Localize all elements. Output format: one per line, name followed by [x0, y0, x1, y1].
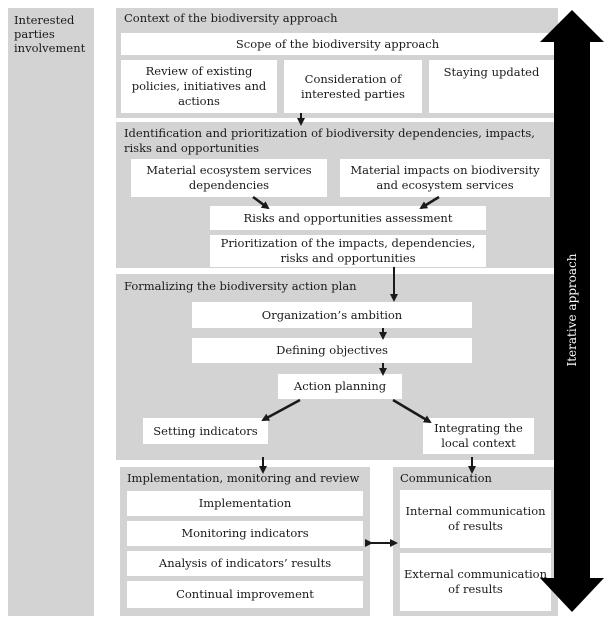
iterative-approach-label: Iterative approach [565, 253, 579, 367]
context-title: Context of the biodiversity approach [124, 11, 338, 25]
ambition-box: Organization’s ambition [192, 302, 472, 328]
iterative-double-arrow [540, 10, 604, 612]
arrow-planning-to-integrating [392, 398, 432, 424]
interested-parties-label: Interested parties involvement [14, 13, 86, 55]
action-planning-box: Action planning [278, 374, 402, 399]
arrow-impacts-to-risks [419, 195, 440, 210]
objectives-box: Defining objectives [192, 338, 472, 363]
integrating-context-box: Integrating the local context [423, 418, 534, 454]
consideration-box: Consideration of interested parties [284, 60, 422, 113]
communication-title: Communication [400, 471, 492, 485]
scope-box: Scope of the biodiversity approach [121, 33, 554, 55]
staying-updated-label: Staying updated [443, 65, 540, 79]
staying-updated-box: Staying updated [429, 60, 554, 113]
risks-assessment-box: Risks and opportunities assessment [210, 206, 486, 230]
continual-improvement-item: Continual improvement [127, 581, 363, 608]
monitoring-indicators-item: Monitoring indicators [127, 521, 363, 546]
internal-communication-box: Internal communication of results [400, 490, 551, 548]
setting-indicators-box: Setting indicators [143, 418, 268, 444]
analysis-results-item: Analysis of indicators’ results [127, 551, 363, 576]
material-impacts-box: Material impacts on biodiversity and eco… [340, 159, 550, 197]
arrow-planning-to-indicators [261, 398, 301, 422]
review-box: Review of existing policies, initiatives… [121, 60, 277, 113]
prioritization-box: Prioritization of the impacts, dependenc… [210, 235, 486, 267]
formalizing-title: Formalizing the biodiversity action plan [124, 279, 357, 293]
implementation-title: Implementation, monitoring and review [127, 471, 360, 485]
external-communication-box: External communication of results [400, 553, 551, 611]
implementation-item: Implementation [127, 491, 363, 516]
arrow-ecosystem-to-risks [252, 195, 270, 210]
interested-parties-panel: Interested parties involvement [8, 8, 94, 616]
identification-title: Identification and prioritization of bio… [124, 126, 535, 155]
ecosystem-dependencies-box: Material ecosystem services dependencies [131, 159, 327, 197]
